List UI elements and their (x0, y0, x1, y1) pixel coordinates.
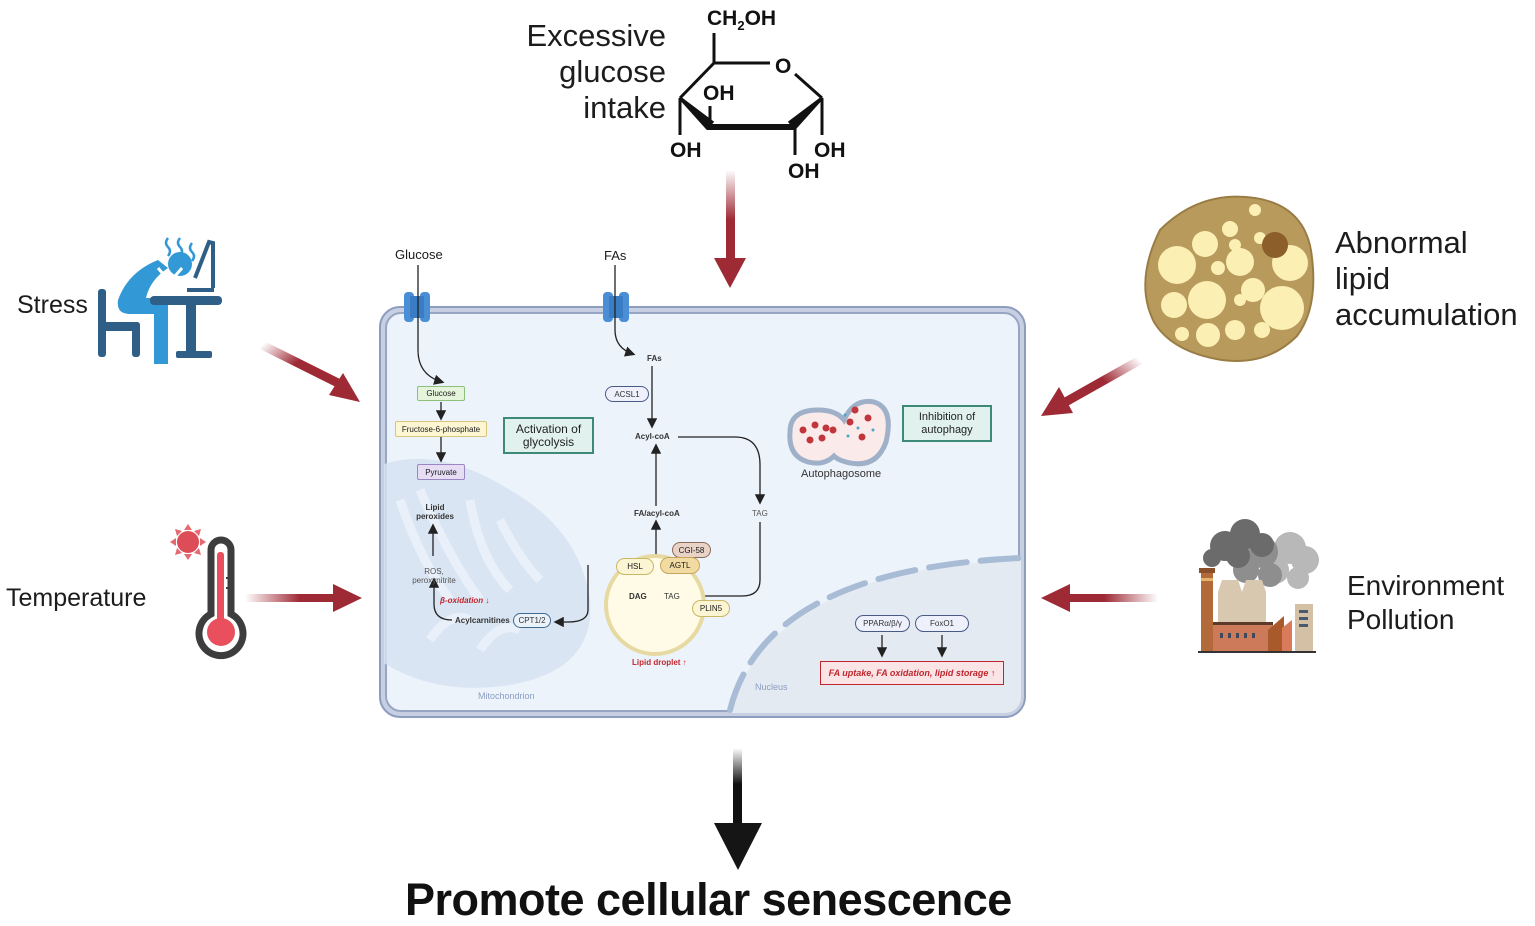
nucleus-label: Nucleus (755, 682, 788, 692)
stressed-person-at-desk-icon (98, 237, 222, 364)
label-line: glycolysis (522, 434, 575, 449)
label-line: Excessive (526, 18, 666, 53)
adipocyte-cell-icon (1144, 195, 1315, 362)
factory-smoke-icon (1198, 519, 1319, 653)
foxo1-transcription-factor: FoxO1 (915, 615, 969, 632)
acylcarnitines-label: Acylcarnitines (455, 616, 510, 625)
chem-ring-oxygen: O (775, 55, 791, 78)
label-line: Lipid (425, 503, 445, 512)
lipid-accumulation-label: Abnormal lipid accumulation (1335, 225, 1518, 333)
chem-oh-right: OH (814, 139, 846, 162)
label-line: peroxynitrite (412, 576, 456, 585)
dag-label: DAG (629, 592, 647, 601)
beta-oxidation-label: β-oxidation ↓ (440, 596, 490, 605)
chem-oh-left: OH (670, 139, 702, 162)
outcome-label: Promote cellular senescence (405, 874, 1012, 925)
plin5-protein: PLIN5 (692, 600, 730, 617)
chem-oh-top: OH (703, 82, 735, 105)
autophagosome-label: Autophagosome (801, 468, 882, 480)
fa-channel-icon (603, 292, 629, 322)
glucose-channel-icon (404, 292, 430, 322)
label-line: Environment (1347, 570, 1505, 601)
fa-acyl-coa-label: FA/acyl-coA (634, 509, 680, 518)
stress-label: Stress (17, 291, 88, 319)
fa-metabolism-effect-text: FA uptake, FA oxidation, lipid storage ↑ (828, 668, 996, 678)
lipid-droplet-label: Lipid droplet ↑ (632, 658, 687, 667)
autophagosome-icon (787, 398, 891, 467)
ros-label: ROS, peroxynitrite (406, 567, 462, 585)
glycolysis-step-fructose: Fructose-6-phosphate (395, 421, 487, 437)
tag-droplet-label: TAG (664, 592, 680, 601)
glycolysis-step-glucose: Glucose (417, 386, 465, 401)
arrow-temperature-to-cell (245, 584, 362, 612)
label-line: autophagy (921, 423, 973, 436)
hsl-enzyme: HSL (616, 558, 654, 575)
fa-metabolism-effect-box: FA uptake, FA oxidation, lipid storage ↑ (820, 661, 1004, 685)
label-line: glucose (559, 54, 666, 89)
glycolysis-step-pyruvate: Pyruvate (417, 464, 465, 480)
glucose-input-label: Glucose (395, 247, 443, 262)
label-line: intake (583, 90, 666, 125)
mitochondrion-cristae (395, 488, 544, 653)
mitochondrion-shape (384, 458, 591, 688)
arrow-cell-to-outcome (714, 748, 762, 870)
label-line: lipid (1335, 261, 1391, 296)
acsl1-enzyme: ACSL1 (605, 386, 649, 402)
nuclear-envelope (727, 555, 1021, 713)
arrow-pollution-to-cell (1041, 584, 1158, 612)
label-line: accumulation (1335, 297, 1518, 332)
nucleus-shape (727, 560, 1021, 713)
inhibition-of-autophagy-box: Inhibition of autophagy (902, 405, 992, 442)
tag-label: TAG (752, 509, 768, 518)
chem-ch2oh: CH2OH (707, 7, 776, 33)
lipid-peroxides-label: Lipid peroxides (413, 503, 457, 521)
arrow-stress-to-cell (259, 340, 360, 402)
chem-oh-bottom: OH (788, 160, 820, 183)
cpt12-enzyme: CPT1/2 (513, 613, 551, 628)
mitochondrion-label: Mitochondrion (478, 691, 535, 701)
thermometer-sun-icon (170, 524, 247, 660)
label-line: Pollution (1347, 604, 1455, 635)
pathway-arrows (417, 265, 948, 658)
ppar-transcription-factor: PPARα/β/γ (855, 615, 910, 632)
acyl-coa-label: Acyl-coA (635, 432, 670, 441)
glucose-molecule-icon (678, 33, 824, 155)
cgi58-protein: CGI-58 (672, 542, 711, 558)
fas-input-label: FAs (604, 248, 627, 263)
label-line: Inhibition of (918, 410, 976, 423)
arrow-lipid-to-cell (1041, 356, 1143, 416)
label-line: ROS, (424, 567, 444, 576)
fas-intracellular-label: FAs (647, 354, 662, 363)
temperature-label: Temperature (6, 584, 147, 612)
agtl-enzyme: AGTL (660, 557, 700, 574)
label-line: peroxides (416, 512, 454, 521)
arrow-glucose-to-cell (714, 170, 746, 288)
label-line: Abnormal (1335, 225, 1468, 260)
activation-of-glycolysis-box: Activation of glycolysis (503, 417, 594, 454)
environment-pollution-label: Environment Pollution (1347, 569, 1504, 637)
glucose-intake-label: Excessive glucose intake (520, 18, 666, 126)
label-line: Activation of (515, 421, 582, 436)
